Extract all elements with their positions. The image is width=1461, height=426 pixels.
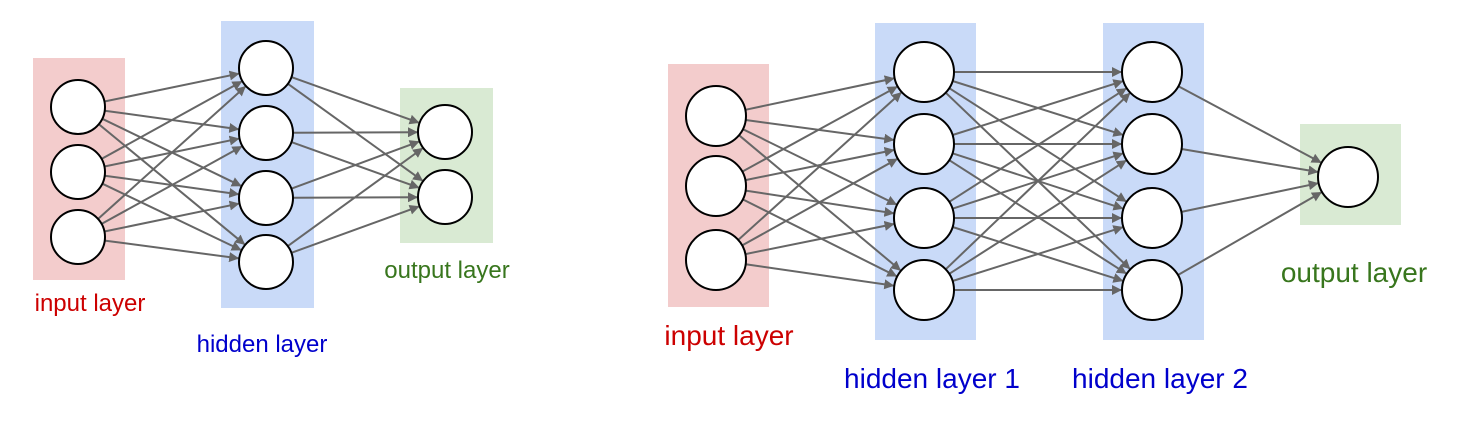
net2-edge-l1-2-to-0 <box>948 87 1127 203</box>
net1-input-label: input layer <box>35 290 146 317</box>
net1-node-layer2-0 <box>417 104 473 160</box>
net1-edge-l0-2-to-3 <box>104 239 240 263</box>
net2-node-layer2-3 <box>1121 259 1183 321</box>
net2-hidden-2-label: hidden layer 2 <box>1072 363 1248 394</box>
network-2: input layer hidden layer 1 hidden layer … <box>664 23 1427 394</box>
net2-edge-l0-2-to-0 <box>737 92 902 241</box>
net2-edge-l0-2-to-1 <box>741 158 898 247</box>
net2-input-label: input layer <box>664 320 793 351</box>
net2-nodes <box>685 41 1379 321</box>
net1-edge-l0-1-to-0 <box>101 80 243 160</box>
net2-node-layer0-1 <box>685 155 747 217</box>
net2-edge-l2-3-to-0 <box>1177 191 1322 276</box>
net1-node-layer2-1 <box>417 169 473 225</box>
net1-node-layer1-0 <box>238 40 294 96</box>
net2-edges <box>737 67 1322 295</box>
network-1: input layer hidden layer output layer <box>33 21 510 358</box>
net1-node-layer1-1 <box>238 105 294 161</box>
net1-edge-l0-2-to-2 <box>104 200 240 233</box>
net1-edge-l1-3-to-0 <box>287 147 424 247</box>
net2-node-layer0-2 <box>685 229 747 291</box>
net1-edge-l0-2-to-1 <box>101 145 243 225</box>
net2-node-layer0-0 <box>685 85 747 147</box>
net2-edge-l1-3-to-2 <box>952 225 1124 282</box>
net1-edge-l0-0-to-0 <box>104 70 240 103</box>
net2-edge-l0-1-to-1 <box>745 146 895 182</box>
net2-node-layer3-0 <box>1317 146 1379 208</box>
net2-edge-l2-0-to-0 <box>1177 85 1322 164</box>
net2-node-layer2-2 <box>1121 187 1183 249</box>
net2-output-label: output layer <box>1281 257 1427 288</box>
net2-edge-l0-0-to-0 <box>745 75 895 111</box>
net1-output-label: output layer <box>384 257 509 284</box>
net2-edge-l1-3-to-1 <box>948 159 1127 275</box>
net1-node-layer0-1 <box>50 144 106 200</box>
net1-node-layer0-2 <box>50 209 106 265</box>
net2-edge-l2-2-to-0 <box>1181 180 1319 213</box>
net2-node-layer1-2 <box>893 187 955 249</box>
net2-edge-l2-1-to-0 <box>1181 148 1319 176</box>
net2-edge-l0-2-to-2 <box>745 220 895 256</box>
net2-edge-l0-1-to-0 <box>741 86 898 173</box>
net2-edge-l1-1-to-0 <box>952 79 1124 136</box>
net2-edge-l1-3-to-0 <box>945 92 1131 271</box>
net1-node-layer1-3 <box>238 234 294 290</box>
net1-edges <box>97 70 424 263</box>
net1-edge-l1-3-to-1 <box>291 204 420 254</box>
net1-edge-l1-1-to-0 <box>292 127 418 138</box>
net2-node-layer2-1 <box>1121 113 1183 175</box>
net2-node-layer1-3 <box>893 259 955 321</box>
net1-nodes <box>50 40 473 290</box>
net2-node-layer1-0 <box>893 41 955 103</box>
net2-node-layer2-0 <box>1121 41 1183 103</box>
net1-hidden-label: hidden layer <box>197 331 328 358</box>
net1-node-layer0-0 <box>50 79 106 135</box>
net1-edge-l1-2-to-0 <box>290 140 420 190</box>
net1-node-layer1-2 <box>238 170 294 226</box>
net2-edge-l0-2-to-3 <box>745 263 895 290</box>
net1-edge-l1-0-to-0 <box>291 76 420 125</box>
net2-hidden-1-label: hidden layer 1 <box>844 363 1020 394</box>
net1-edge-l0-2-to-0 <box>97 85 246 220</box>
net2-node-layer1-1 <box>893 113 955 175</box>
